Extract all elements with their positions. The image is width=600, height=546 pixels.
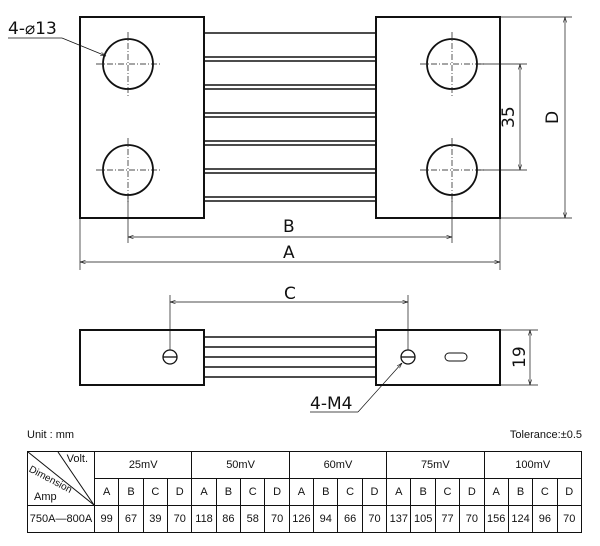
dimension-subheader: C — [434, 478, 461, 506]
tolerance-note: Tolerance:±0.5 — [509, 429, 582, 441]
voltage-header: 25mV — [93, 451, 193, 479]
dimension-subheader: D — [264, 478, 290, 506]
dimension-subheader: C — [532, 478, 558, 506]
resistor-bars — [204, 32, 376, 202]
table-cell: 94 — [313, 505, 339, 533]
amp-cell: 750A—800A — [27, 505, 95, 533]
side-right-block — [375, 329, 501, 386]
side-resistor-bars — [204, 336, 376, 378]
table-cell: 58 — [240, 505, 266, 533]
dimension-subheader: D — [361, 478, 388, 506]
table-cell: 70 — [361, 505, 388, 533]
voltage-header: 75mV — [386, 451, 485, 479]
thread-label: 4-M4 — [310, 394, 352, 414]
table-cell: 137 — [386, 505, 412, 533]
volt-label: Volt. — [66, 453, 88, 465]
dimension-subheader: C — [142, 478, 169, 506]
dim-c-label: C — [284, 284, 296, 304]
dimension-subheader: A — [386, 478, 412, 506]
table-cell: 118 — [191, 505, 217, 533]
hole-label: 4-⌀13 — [8, 19, 57, 39]
dimension-lines — [8, 16, 572, 413]
dimension-subheader: C — [337, 478, 363, 506]
table-cell: 156 — [483, 505, 509, 533]
dim-35-label: 35 — [499, 106, 519, 128]
dimension-table: Volt. Dimension Amp 25mV 50mV 60mV 75mV … — [27, 451, 583, 533]
table-cell: 96 — [532, 505, 558, 533]
table-cell: 67 — [118, 505, 144, 533]
table-cell: 70 — [459, 505, 485, 533]
unit-note: Unit : mm — [27, 429, 75, 441]
table-cell: 105 — [410, 505, 436, 533]
dimension-subheader: D — [167, 478, 193, 506]
table-cell: 124 — [507, 505, 534, 533]
table-cell: 70 — [167, 505, 193, 533]
dimension-subheader: B — [118, 478, 144, 506]
voltage-header: 50mV — [191, 451, 290, 479]
voltage-header: 100mV — [483, 451, 582, 479]
dimension-subheader: B — [313, 478, 339, 506]
right-terminal-block — [375, 16, 501, 219]
dimension-subheader: D — [459, 478, 485, 506]
table-cell: 39 — [142, 505, 169, 533]
dimension-subheader: B — [215, 478, 242, 506]
table-cell: 70 — [264, 505, 290, 533]
screw-holes — [162, 349, 416, 365]
dimension-subheader: D — [556, 478, 583, 506]
dim-a-label: A — [283, 243, 295, 263]
table-cell: 66 — [337, 505, 363, 533]
table-cell: 99 — [93, 505, 120, 533]
voltage-header: 60mV — [288, 451, 388, 479]
dimension-subheader: A — [191, 478, 217, 506]
dim-d-label: D — [543, 111, 563, 124]
dimension-subheader: C — [240, 478, 266, 506]
table-cell: 70 — [556, 505, 583, 533]
table-cell: 86 — [215, 505, 242, 533]
corner-header: Volt. Dimension Amp — [27, 451, 95, 506]
dimension-subheader: B — [507, 478, 534, 506]
amp-label: Amp — [34, 491, 57, 503]
table-cell: 126 — [288, 505, 315, 533]
side-left-block — [79, 329, 205, 386]
dimension-subheader: A — [93, 478, 120, 506]
dim-19-label: 19 — [510, 346, 530, 368]
left-terminal-block — [79, 16, 205, 219]
dimension-subheader: A — [483, 478, 509, 506]
dimension-subheader: A — [288, 478, 315, 506]
table-cell: 77 — [434, 505, 461, 533]
logo-badge — [444, 352, 468, 362]
dim-b-label: B — [283, 217, 295, 237]
dimension-subheader: B — [410, 478, 436, 506]
